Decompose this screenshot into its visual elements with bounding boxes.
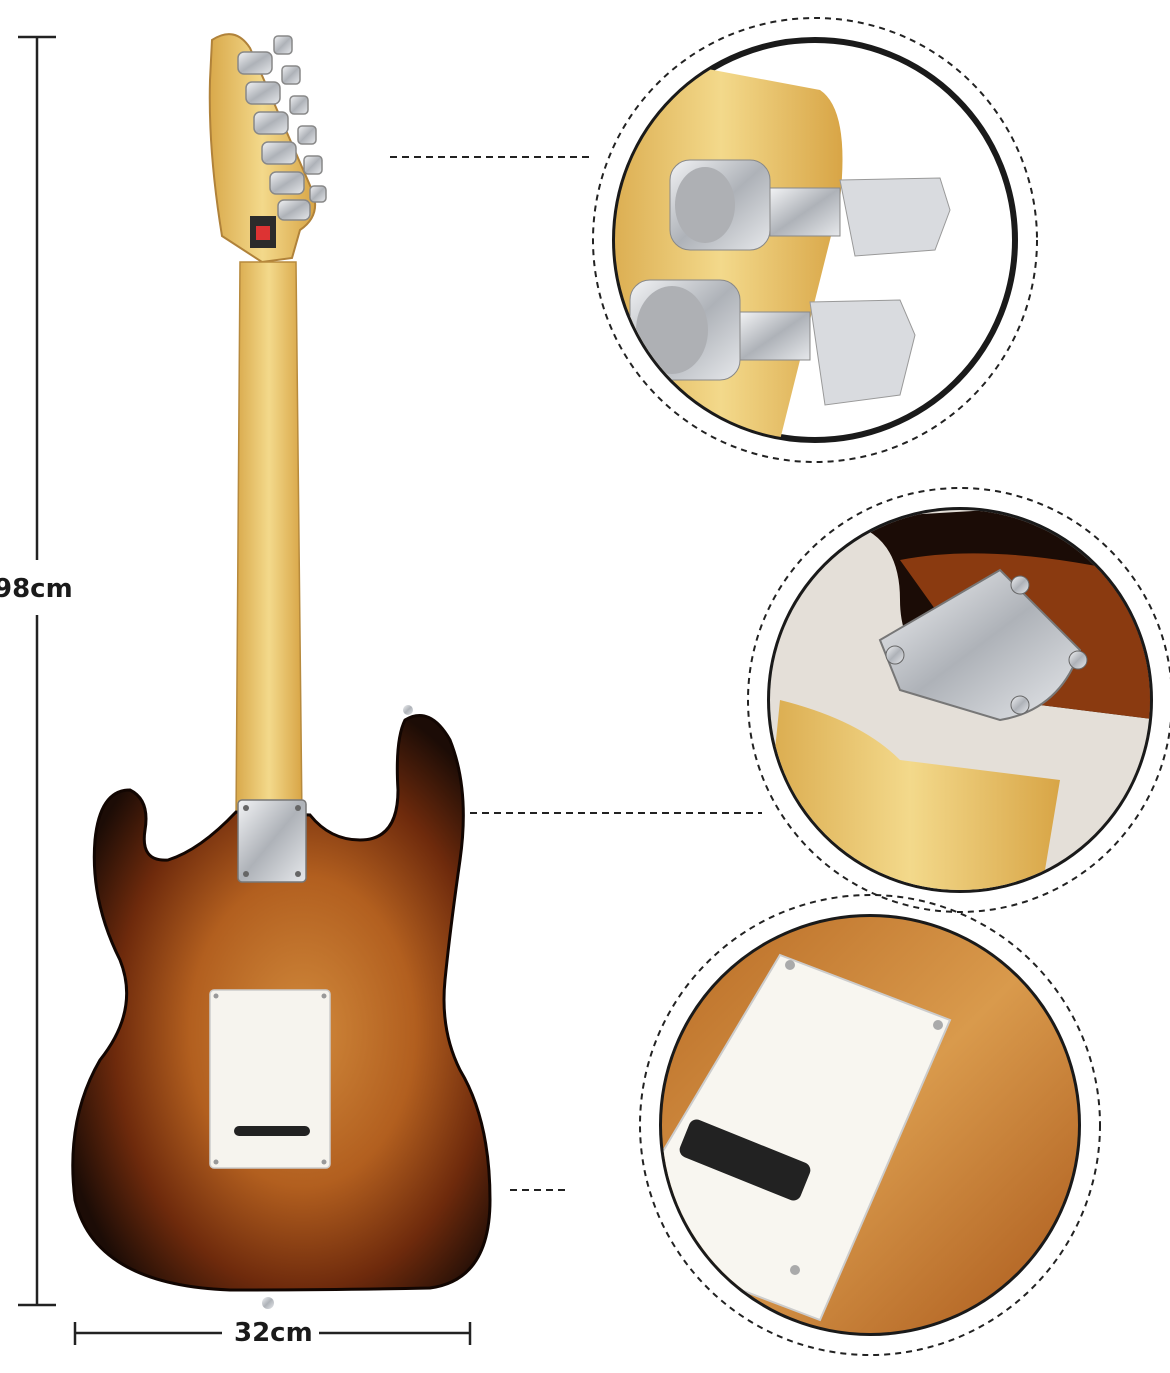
guitar-neck xyxy=(235,261,303,821)
tremolo-cover xyxy=(209,989,331,1169)
tuner-pegs xyxy=(237,35,327,221)
guitar xyxy=(71,33,492,1309)
height-dimension-line xyxy=(18,35,56,1307)
width-dimension-label: 32cm xyxy=(228,1318,319,1348)
tremolo-cover-detail xyxy=(639,894,1101,1356)
neck-plate xyxy=(237,799,307,883)
callout-leader-lines xyxy=(390,156,762,1191)
width-dimension-line xyxy=(73,1322,472,1345)
tuning-pegs-detail xyxy=(592,17,1038,463)
height-dimension-label: 98cm xyxy=(0,570,73,608)
neck-plate-detail xyxy=(747,487,1170,913)
